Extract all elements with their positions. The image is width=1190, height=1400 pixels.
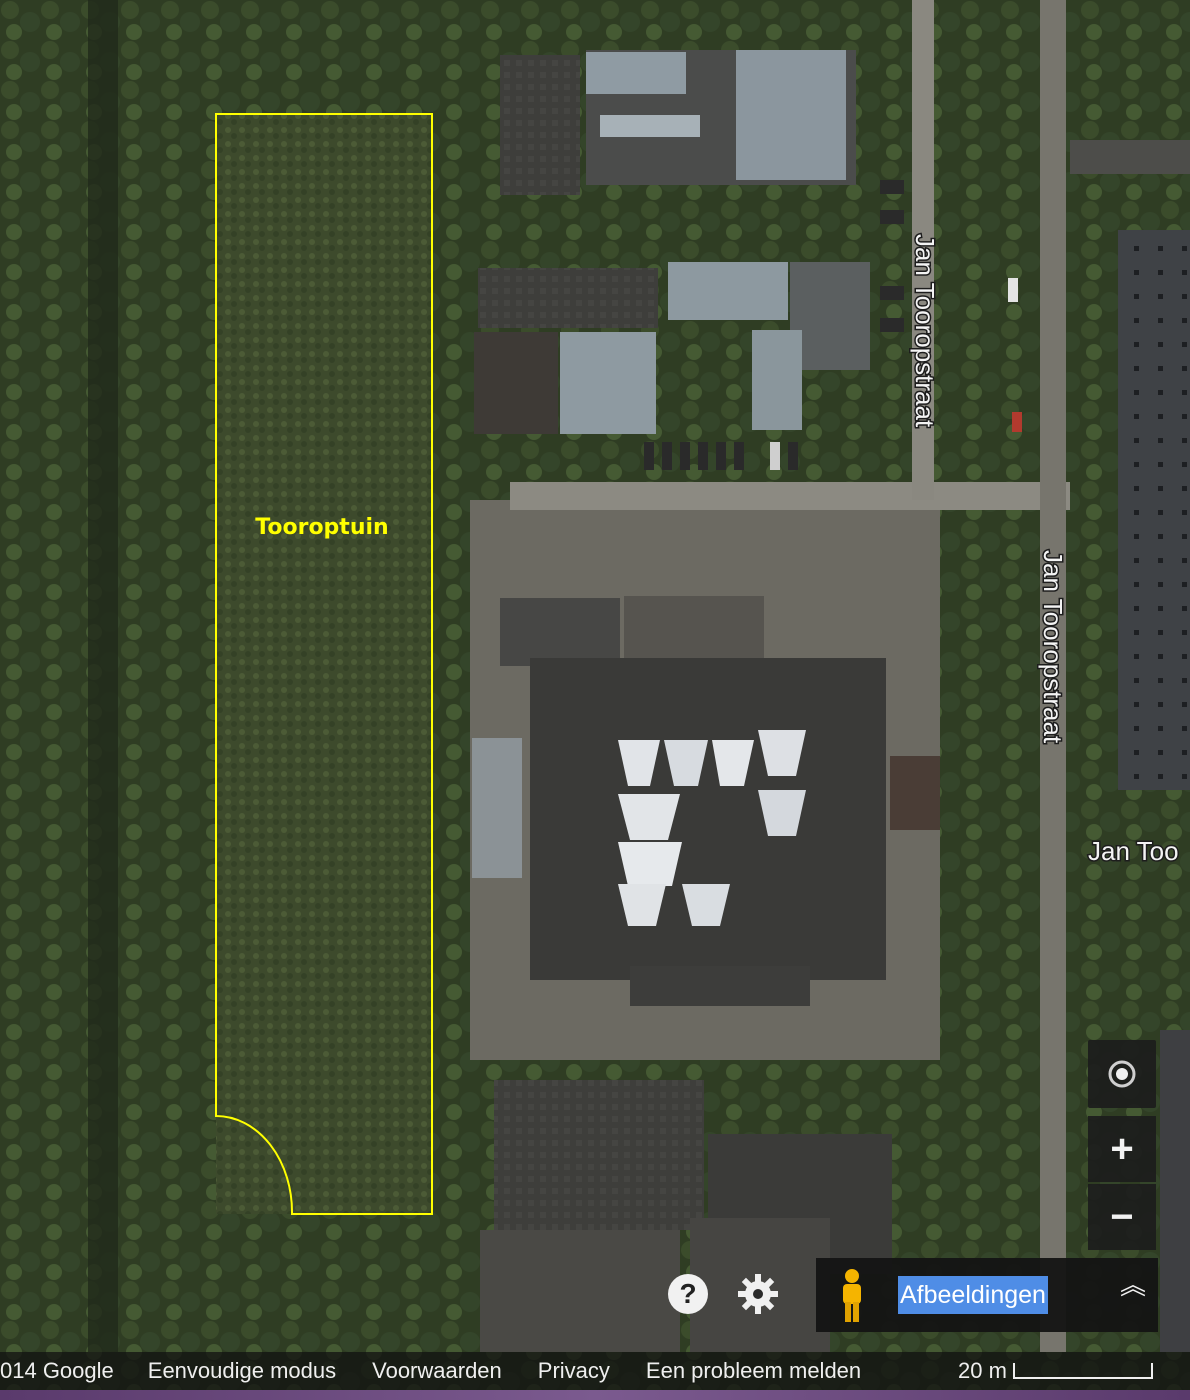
footer-link-terms[interactable]: Voorwaarden <box>372 1358 502 1383</box>
copyright-text: 014 Google <box>0 1358 114 1383</box>
expand-icon[interactable]: ︽ <box>1119 1270 1146 1300</box>
gear-icon[interactable] <box>736 1272 780 1316</box>
zoom-out-icon: − <box>1110 1194 1134 1239</box>
building <box>472 738 522 878</box>
help-icon[interactable]: ? <box>668 1274 708 1314</box>
building <box>474 332 558 434</box>
road-horizontal <box>510 482 1070 510</box>
right-building <box>1160 1030 1190 1352</box>
scale-bar <box>1012 1363 1153 1379</box>
zoom-out-button[interactable]: − <box>1088 1184 1156 1250</box>
plot-outline[interactable] <box>215 113 433 1215</box>
building <box>736 50 846 180</box>
footer-link-report-problem[interactable]: Een probleem melden <box>645 1358 862 1383</box>
map-footer: 014 Google Eenvoudige modus Voorwaarden … <box>0 1352 1190 1390</box>
building <box>480 1230 680 1352</box>
footer-link-privacy[interactable]: Privacy <box>537 1358 610 1383</box>
road-top-right <box>1070 140 1190 174</box>
building <box>494 1080 704 1230</box>
main-building <box>530 658 886 980</box>
street-label: Jan Tooropstraat <box>910 234 940 428</box>
garden-field <box>216 114 432 1214</box>
building <box>668 262 788 320</box>
building <box>600 115 700 137</box>
skylights <box>618 730 806 926</box>
building <box>624 596 764 666</box>
images-toggle[interactable]: Afbeeldingen <box>898 1276 1048 1314</box>
window-edge <box>0 1390 1190 1400</box>
right-building <box>1118 230 1190 790</box>
canal <box>88 0 118 1352</box>
footer-link-simple-mode[interactable]: Eenvoudige modus <box>147 1358 337 1383</box>
building <box>560 332 656 434</box>
building <box>586 52 686 94</box>
road-vertical <box>1040 0 1066 1352</box>
street-label: Jan Too <box>1088 836 1179 866</box>
zoom-in-button[interactable]: + <box>1088 1116 1156 1182</box>
locate-icon <box>1108 1060 1136 1088</box>
building <box>478 268 658 328</box>
scale-indicator: 20 m <box>958 1358 1153 1384</box>
road-vertical-west <box>912 0 934 500</box>
building <box>752 330 802 430</box>
building <box>500 598 620 666</box>
building <box>890 756 940 830</box>
zoom-in-icon: + <box>1110 1126 1134 1171</box>
scale-label: 20 m <box>958 1358 1007 1383</box>
building <box>630 966 810 1006</box>
building <box>500 55 580 195</box>
parked-cars <box>644 180 1022 470</box>
pegman-icon[interactable] <box>832 1268 872 1324</box>
locate-button[interactable] <box>1088 1040 1156 1108</box>
plot-label: Tooroptuin <box>255 515 388 540</box>
street-label: Jan Tooropstraat <box>1038 550 1068 744</box>
building <box>790 262 870 370</box>
